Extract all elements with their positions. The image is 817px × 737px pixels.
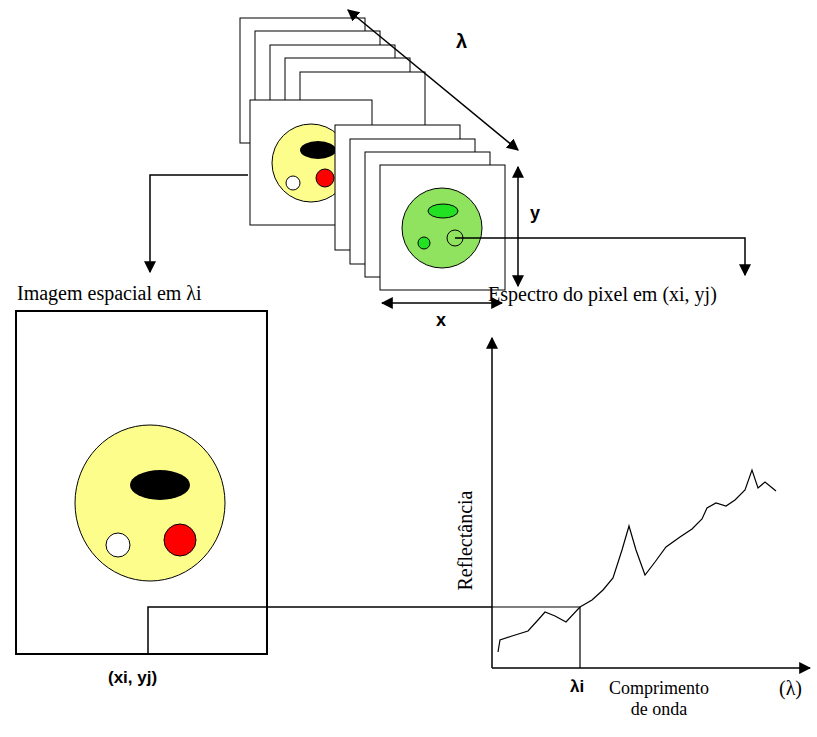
band-frame	[380, 165, 505, 290]
plot-label: Reflectância	[455, 490, 478, 590]
spectrum-plot-box: Espectro do pixel em (xi, yj)	[492, 335, 808, 668]
view-arrow	[150, 175, 248, 272]
spectrum-plot	[492, 338, 810, 668]
spatial-image	[75, 425, 268, 655]
spatial-image-box: Imagem espacial em λi	[15, 310, 268, 655]
node-heading: Espectro do pixel em (xi, yj)	[488, 283, 717, 306]
y-arrow	[517, 167, 519, 286]
band-image-green	[402, 188, 482, 268]
band-frames	[240, 18, 505, 290]
pixel-connector	[268, 606, 492, 608]
lambda-arrow	[348, 10, 518, 150]
axis-label: y	[530, 203, 540, 224]
pixel-label: (xi, yj)	[108, 668, 157, 688]
view-arrow	[455, 238, 745, 275]
plot-label: λi	[570, 677, 584, 697]
plot-label: (λ)	[779, 677, 802, 700]
node-heading: Imagem espacial em λi	[17, 282, 202, 305]
axis-label: λ	[456, 30, 467, 53]
x-arrow	[382, 302, 502, 304]
plot-label: Comprimento de onda	[603, 678, 715, 719]
axis-label: x	[436, 310, 446, 331]
